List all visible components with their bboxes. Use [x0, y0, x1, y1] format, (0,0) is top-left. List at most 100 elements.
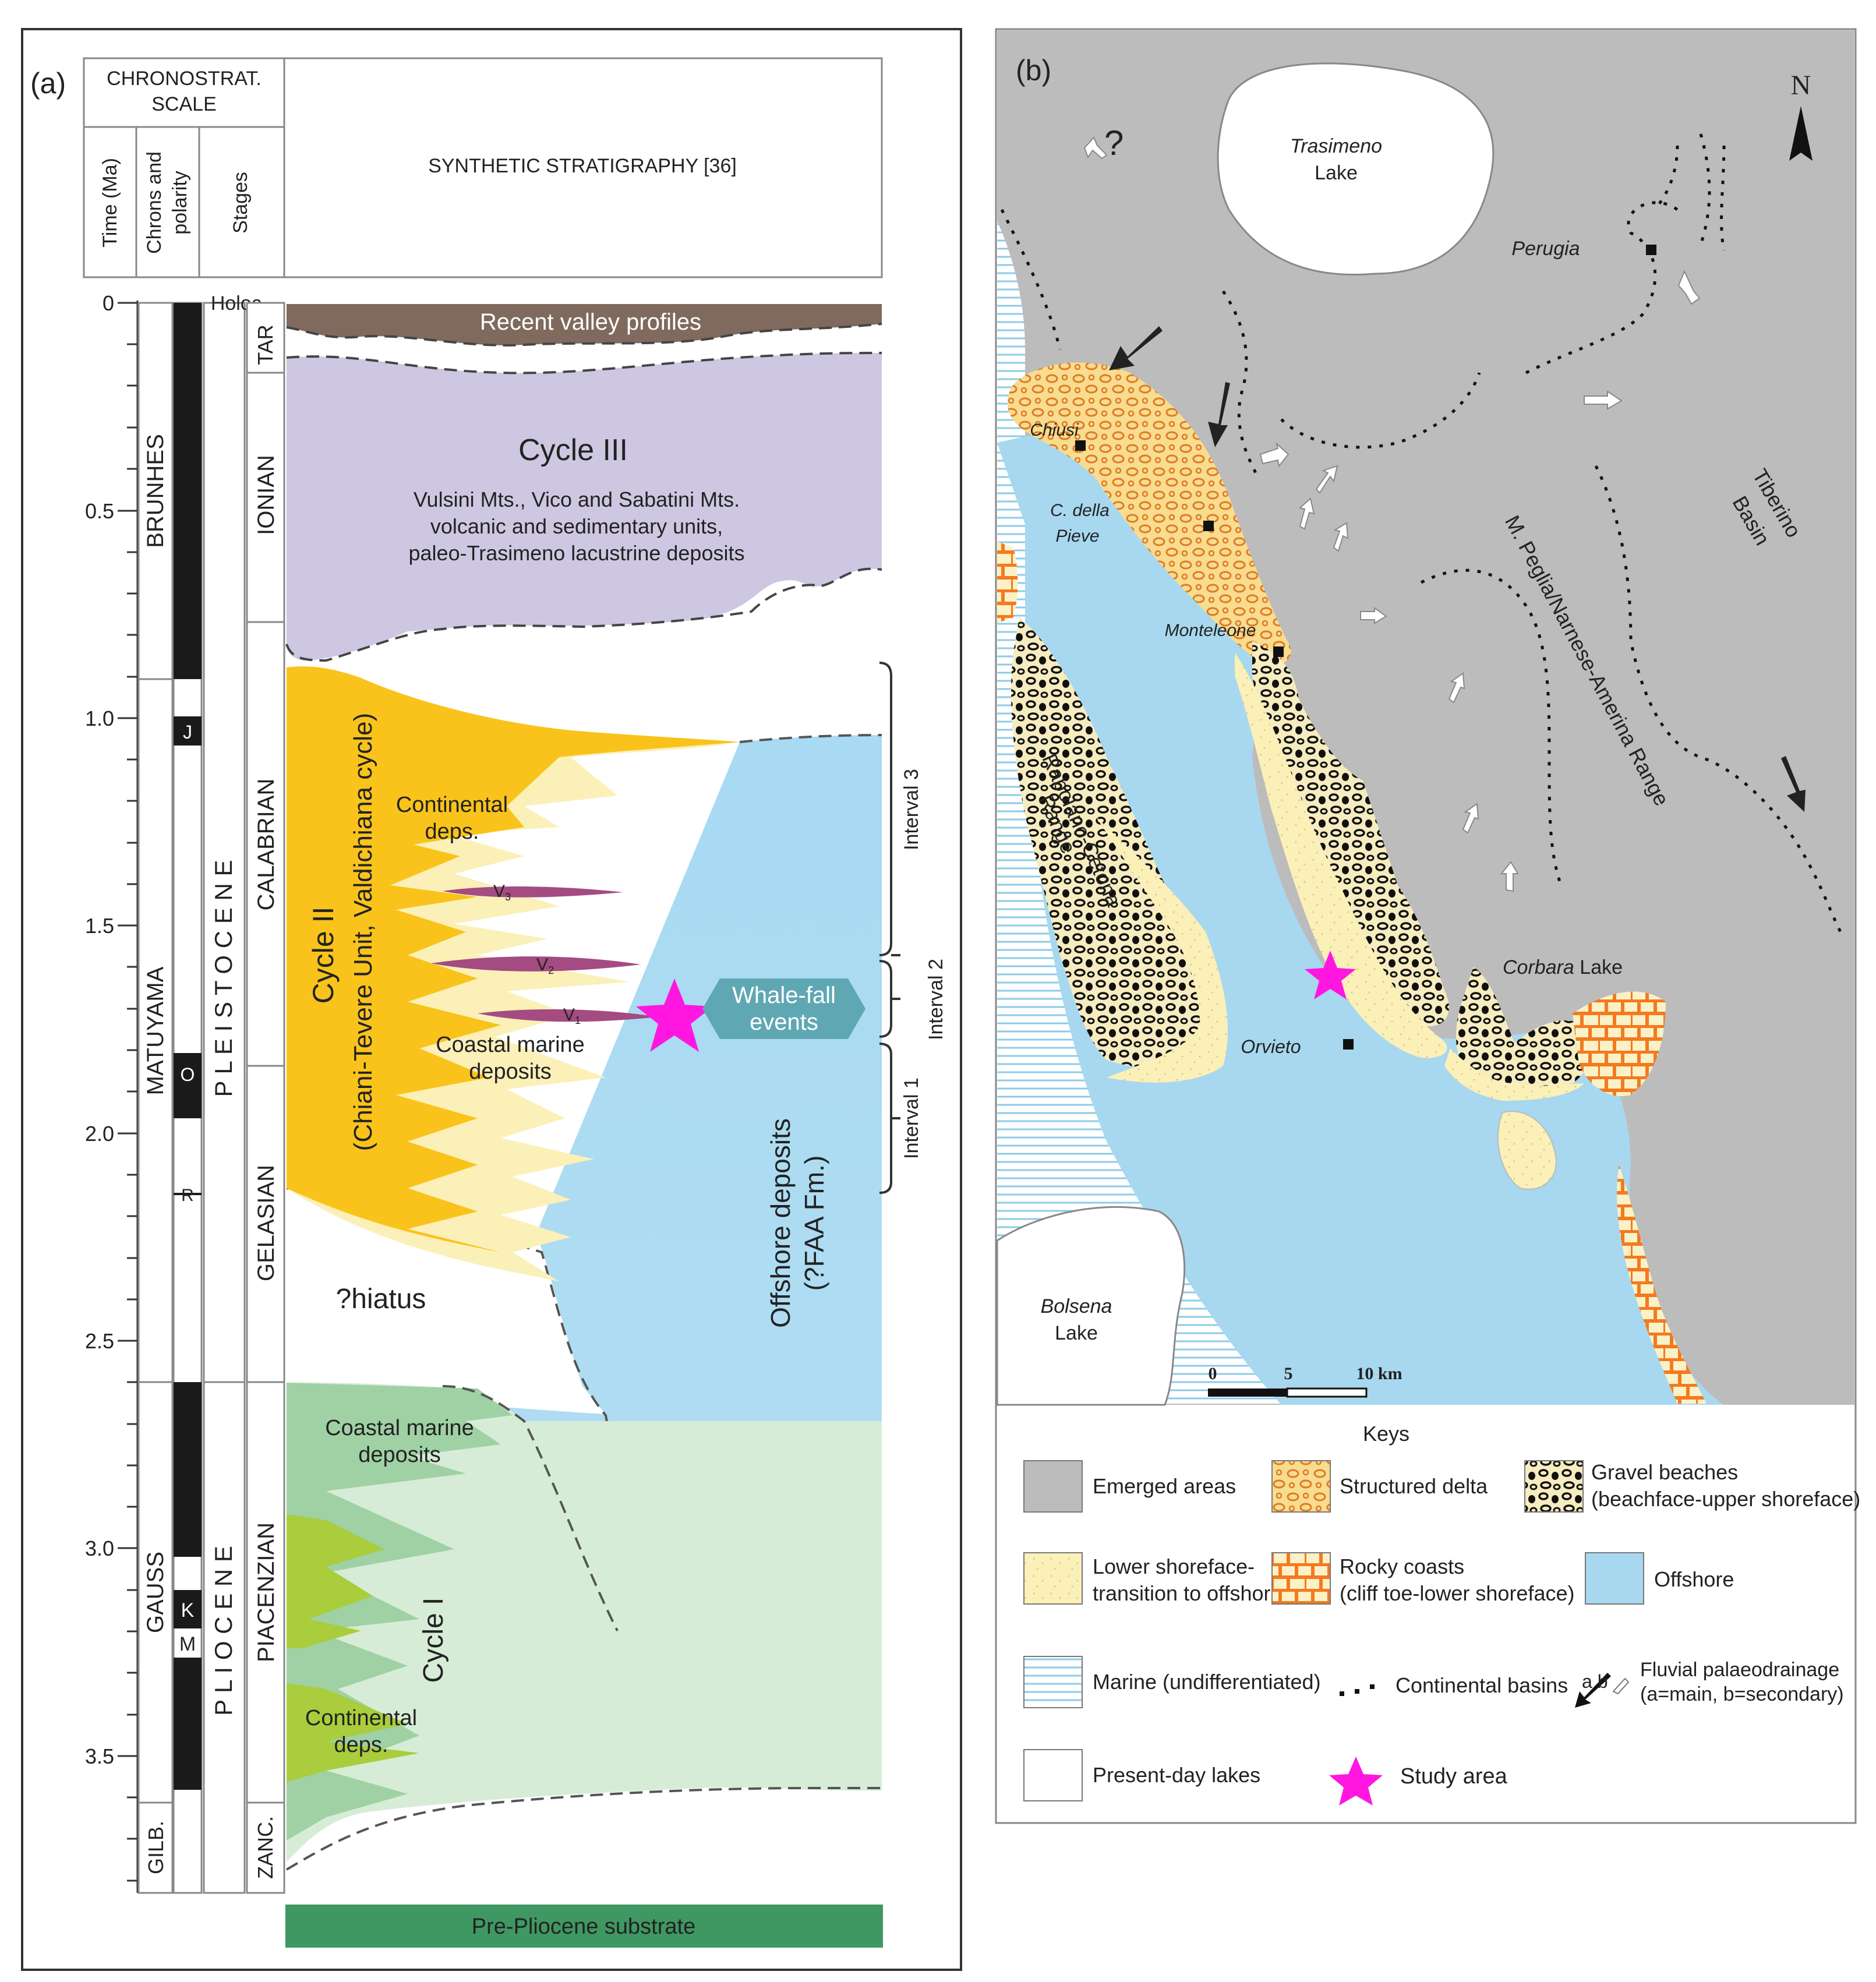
chronostrat-header: [83, 57, 883, 278]
legend-marine-label: Marine (undifferentiated): [1093, 1670, 1321, 1694]
cycle-i-coastal-label-2: deposits: [358, 1443, 441, 1467]
marine-undifferentiated-area: [997, 221, 1281, 1404]
chron-m: M: [179, 1633, 196, 1655]
whale-fall-hexagon: [702, 978, 865, 1039]
legend-delta-swatch: [1271, 1460, 1331, 1513]
legend-lakes-swatch: [1023, 1749, 1083, 1801]
scale-label-5: 5: [1284, 1364, 1293, 1383]
rocky-coast-south: [1617, 1165, 1707, 1404]
rocky-coast-west: [997, 542, 1018, 623]
legend-rocky-swatch: [1271, 1552, 1331, 1605]
time-tick-label: 3.0: [85, 1536, 114, 1560]
legend-basins-symbol: [1340, 1684, 1375, 1696]
time-tick-label: 1.0: [85, 706, 114, 730]
scale-bar: [1208, 1387, 1368, 1398]
time-tick-label: 3.5: [85, 1744, 114, 1768]
legend-fluvial-label-2: (a=main, b=secondary): [1640, 1683, 1844, 1705]
legend-rocky-label-1: Rocky coasts: [1340, 1554, 1464, 1578]
trasimeno-label-1: Trasimeno: [1290, 135, 1382, 157]
cycle-ii-subtitle: (Chiani-Tevere Unit, Valdichiana cycle): [349, 713, 377, 1151]
cycle-i-title: Cycle I: [418, 1598, 449, 1683]
fluvial-main-arrows: [1109, 326, 1806, 812]
legend-study-star: [1329, 1757, 1383, 1806]
legend-marine-swatch: [1023, 1656, 1083, 1708]
cycle-ii-continental-unit: [287, 666, 740, 1252]
volcanic-v2: [431, 956, 641, 971]
chron-r: R: [181, 1186, 194, 1205]
legend-offshore-label: Offshore: [1654, 1567, 1734, 1591]
town-chiusi-marker: [1075, 440, 1086, 451]
synthetic-stratigraphy-header: SYNTHETIC STRATIGRAPHY [36]: [428, 155, 737, 177]
cycle-iii-title: Cycle III: [518, 433, 628, 467]
continental-deposits-label-1: Continental: [396, 793, 508, 817]
continental-deposits-label-2: deps.: [425, 819, 479, 844]
chron-j: J: [183, 722, 192, 743]
scale-label-0: 0: [1209, 1364, 1217, 1383]
chron-name-column: [137, 302, 174, 1894]
epoch-pleistocene: P L E I S T O C E N E: [210, 860, 237, 1097]
legend-gravel-label-1: Gravel beaches: [1591, 1460, 1738, 1484]
time-tick-label: 2.5: [85, 1329, 114, 1353]
cycle-iii-desc-3: paleo-Trasimeno lacustrine deposits: [409, 541, 745, 565]
chrons-column-header-1: Chrons and: [143, 151, 165, 254]
hiatus-label: ?hiatus: [336, 1284, 426, 1315]
whale-fall-label-1: Whale-fall: [732, 983, 836, 1008]
gravel-beaches-west: [1011, 617, 1211, 1068]
town-pieve-marker: [1203, 521, 1214, 531]
time-tick-label: 2.0: [85, 1122, 114, 1146]
chiusi-label: Chiusi: [1030, 421, 1079, 440]
legend-lower-shoreface-swatch: [1023, 1552, 1083, 1605]
perugia-label: Perugia: [1511, 238, 1580, 260]
corbara-lake-label: Corbara Lake: [1503, 956, 1623, 978]
chrons-column-header-2: polarity: [169, 171, 191, 235]
chron-matuyama: MATUYAMA: [143, 966, 168, 1095]
chron-gauss: GAUSS: [143, 1552, 168, 1633]
offshore-deposits-label-2: (?FAA Fm.): [799, 1156, 829, 1291]
uncertain-drainage-mark: ?: [1104, 123, 1124, 162]
stage-gelasian: GELASIAN: [253, 1165, 279, 1281]
legend-fluvial-symbol: [1575, 1673, 1630, 1708]
legend-lower-shoreface-label-1: Lower shoreface-: [1093, 1554, 1255, 1578]
chron-gilb: GILB.: [144, 1821, 168, 1874]
corbara-gravel: [1456, 967, 1591, 1088]
volcanic-v1: [478, 1009, 658, 1022]
panel-b: N (b) ? Trasimeno Lake Perugia Chiusi C.…: [995, 28, 1860, 1824]
interval-2-label: Interval 2: [925, 959, 947, 1040]
panel-a-label: (a): [30, 67, 66, 100]
legend-emerged-label: Emerged areas: [1093, 1474, 1236, 1498]
legend: Keys Emerged areas Structured delta Grav…: [1023, 1422, 1860, 1806]
panel-a: (a) CHRONOSTRAT. SCALE Time (Ma) Chrons …: [21, 28, 962, 1971]
stage-column: [246, 302, 285, 1894]
time-tick-label: 1.5: [85, 914, 114, 938]
cycle-i-continental-green: [287, 1514, 384, 1648]
chron-brunhes: BRUNHES: [143, 434, 168, 548]
pieve-label-1: C. della: [1050, 501, 1110, 520]
stage-tarantian: TAR: [253, 324, 277, 365]
map-study-area-star: [1305, 951, 1356, 999]
volcanic-v3-label: V3: [493, 882, 511, 903]
town-monteleone-marker: [1273, 646, 1284, 657]
monteleone-label: Monteleone: [1165, 621, 1256, 640]
stages-column-header: Stages: [229, 172, 252, 234]
legend-rocky-label-2: (cliff toe-lower shoreface): [1340, 1581, 1575, 1605]
volcanic-v2-label: V2: [536, 955, 554, 976]
cycle-i-continental-green-2: [287, 1683, 419, 1782]
cycle-ii-title: Cycle II: [307, 907, 340, 1004]
trasimeno-lake: [1217, 62, 1495, 275]
chronostrat-title-1: CHRONOSTRAT.: [107, 68, 262, 90]
lower-shoreface-west: [1095, 815, 1228, 1083]
stage-zanclean: ZANC.: [253, 1816, 277, 1879]
legend-lower-shoreface-label-2: transition to offshore: [1093, 1581, 1283, 1605]
polarity-column: [172, 302, 203, 1894]
time-tick-label: 0: [103, 291, 114, 315]
coastal-marine-label-2: deposits: [469, 1059, 552, 1084]
pre-pliocene-label: Pre-Pliocene substrate: [472, 1914, 695, 1939]
offshore-deposits-label-1: Offshore deposits: [765, 1118, 796, 1328]
stage-ionian: IONIAN: [253, 455, 279, 535]
cycle-iii-desc-2: volcanic and sedimentary units,: [430, 514, 723, 538]
time-axis: [118, 301, 139, 1893]
time-tick-label: 0.5: [85, 499, 114, 523]
coastal-marine-label-1: Coastal marine: [436, 1033, 585, 1057]
interval-braces: [879, 662, 900, 1194]
bolsena-label-1: Bolsena: [1041, 1295, 1112, 1317]
